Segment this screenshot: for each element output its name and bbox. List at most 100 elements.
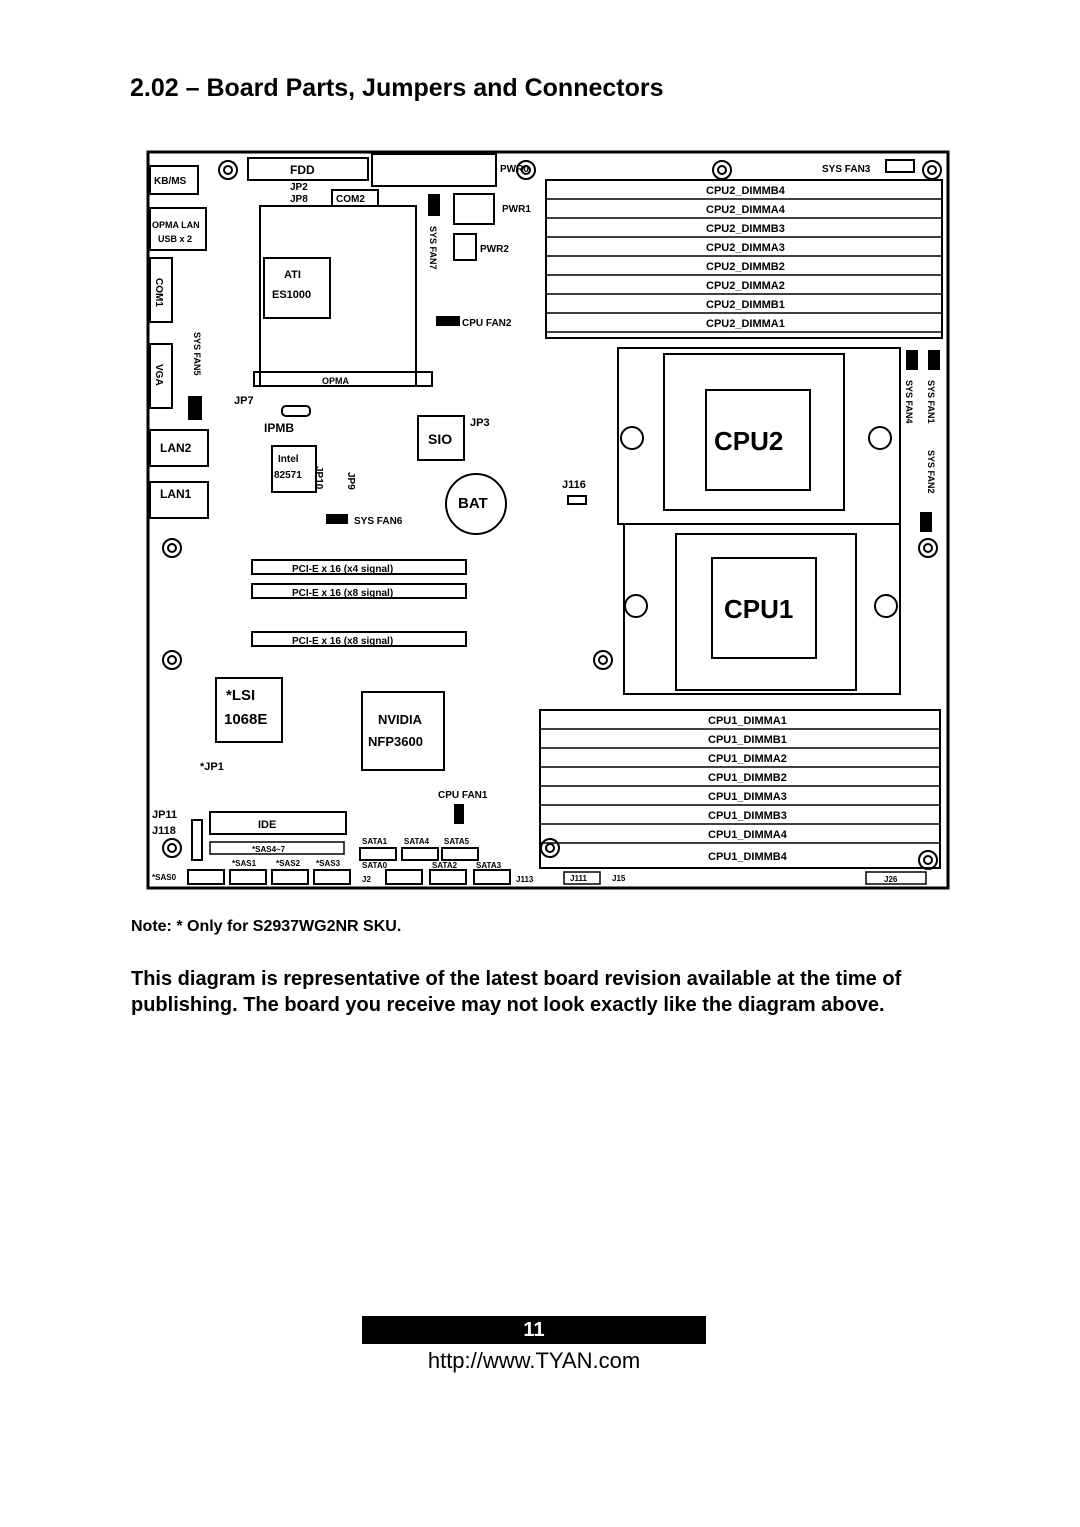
sys-fan2-header (920, 512, 932, 532)
cpu2-dimm-slot: CPU2_DIMMB1 (546, 299, 942, 314)
sata1-label: SATA1 (362, 837, 388, 846)
sata3-label: SATA3 (476, 861, 502, 870)
cpu2-right-hole (868, 426, 892, 450)
sys-fan6-header (326, 514, 348, 524)
sata1-port (359, 847, 397, 861)
cpu2-dimm-label: CPU2_DIMMA1 (706, 318, 785, 330)
cpu1-dimm-slot: CPU1_DIMMA1 (540, 715, 940, 730)
pwr2-connector (453, 233, 477, 261)
cpu2-die (705, 389, 811, 491)
jp8-label: JP8 (290, 194, 308, 205)
sys-fan1-label: SYS FAN1 (926, 380, 936, 424)
fdd-connector (247, 157, 369, 181)
cpu2-dimm-label: CPU2_DIMMB3 (706, 223, 785, 235)
ide-connector (209, 811, 347, 835)
jp1-label: *JP1 (200, 761, 224, 773)
cpu2-dimm-label: CPU2_DIMMB4 (706, 185, 786, 197)
pwr1-connector (453, 193, 495, 225)
board-layout-diagram: KB/MS OPMA LAN USB x 2 COM1 SYS FAN5 VGA… (140, 148, 952, 893)
j116-label: J116 (562, 479, 586, 491)
cpu2-dimm-label: CPU2_DIMMA3 (706, 242, 785, 254)
sata5-label: SATA5 (444, 837, 470, 846)
jp7-label: JP7 (234, 395, 254, 407)
cpu1-label: CPU1 (724, 594, 793, 624)
sas47-label: *SAS4~7 (252, 845, 286, 854)
kbms-label: KB/MS (154, 176, 187, 187)
pcie-slot-label: PCI-E x 16 (x8 signal) (292, 588, 393, 599)
cpu1-dimm-slot: CPU1_DIMMA2 (540, 753, 940, 768)
ide-label: IDE (258, 819, 276, 831)
sas3-port (313, 869, 351, 885)
sys-fan3-label: SYS FAN3 (822, 164, 871, 175)
board-diagram-svg: KB/MS OPMA LAN USB x 2 COM1 SYS FAN5 VGA… (146, 150, 950, 890)
cpu2-left-hole (620, 426, 644, 450)
sys-fan7-label: SYS FAN7 (428, 226, 438, 270)
battery (445, 473, 507, 535)
opma-label: OPMA (322, 376, 350, 386)
sys-fan5-label: SYS FAN5 (192, 332, 202, 376)
sas0-port (187, 869, 225, 885)
com1-connector (149, 257, 173, 323)
lsi-chip (215, 677, 283, 743)
page-title: 2.02 – Board Parts, Jumpers and Connecto… (130, 74, 664, 102)
cpu1-dimm-slot: CPU1_DIMMB2 (540, 772, 940, 787)
pwr2-label: PWR2 (480, 244, 509, 255)
page-number: 11 (523, 1319, 545, 1341)
sas2-label: *SAS2 (276, 859, 301, 868)
cpu2-dimm-slot: CPU2_DIMMB4 (546, 185, 942, 200)
cpu2-dimm-group: CPU2_DIMMB4 CPU2_DIMMA4 CPU2_DIMMB3 CPU2… (545, 179, 943, 339)
cpu1-die (711, 557, 817, 659)
j111-header (563, 871, 601, 885)
cpu2-label: CPU2 (714, 426, 783, 456)
sys-fan4-label: SYS FAN4 (904, 380, 914, 424)
opma-lan-label: OPMA LAN (152, 220, 200, 230)
cpu2-dimm-slot: CPU2_DIMMA2 (546, 280, 942, 295)
board-outline (146, 150, 950, 890)
cpu1-dimm-area (539, 709, 941, 869)
pwr0-connector (371, 153, 497, 187)
cpu1-dimm-label: CPU1_DIMMB1 (708, 734, 787, 746)
sata4-port (401, 847, 439, 861)
ipmb-connector (281, 405, 311, 417)
cpu-fan1-label: CPU FAN1 (438, 790, 488, 801)
sys-fan7-header (428, 194, 440, 216)
pcie-slot-label: PCI-E x 16 (x4 signal) (292, 564, 393, 575)
com1-label: COM1 (153, 278, 164, 307)
lan2-connector (149, 429, 209, 467)
nvidia-chip (361, 691, 445, 771)
cpu2-retention (663, 353, 845, 511)
jp10-label: JP10 (313, 466, 324, 490)
lan1-label: LAN1 (160, 487, 192, 501)
nvidia-label: NVIDIA (378, 712, 423, 727)
sys-fan4-header (906, 350, 918, 370)
intel-chip-label: 82571 (274, 470, 302, 481)
cpu-fan2-header (436, 316, 460, 326)
cpu1-dimm-slot: CPU1_DIMMA4 (540, 829, 940, 844)
cpu1-left-hole (624, 594, 648, 618)
ati-label: ATI (284, 269, 301, 281)
jp3-label: JP3 (470, 417, 490, 429)
kbms-connector (149, 165, 199, 195)
fdd-label: FDD (290, 163, 315, 177)
j111-label: J111 (570, 874, 587, 883)
j118-header (191, 819, 203, 861)
j116-header (567, 495, 587, 505)
lsi-chip-label: 1068E (224, 711, 267, 728)
cpu1-dimm-label: CPU1_DIMMA1 (708, 715, 787, 727)
es1000-label: ES1000 (272, 289, 311, 301)
disclaimer-text: This diagram is representative of the la… (131, 968, 902, 1016)
footer-url[interactable]: http://www.TYAN.com (427, 1348, 641, 1373)
sas2-port (271, 869, 309, 885)
pcie-slot: PCI-E x 16 (x8 signal) (251, 631, 467, 647)
sio-label: SIO (428, 431, 452, 447)
pcie-slot-label: PCI-E x 16 (x8 signal) (292, 636, 393, 647)
jp2-label: JP2 (290, 182, 308, 193)
sata0-port (385, 869, 423, 885)
nvidia-chip-label: NFP3600 (368, 734, 423, 749)
sas0-label: *SAS0 (152, 873, 177, 882)
sys-fan2-label: SYS FAN2 (926, 450, 936, 494)
cpu2-dimm-label: CPU2_DIMMB2 (706, 261, 785, 273)
sio-chip (417, 415, 465, 461)
jp11-label: JP11 (152, 809, 177, 821)
vga-connector (149, 343, 173, 409)
